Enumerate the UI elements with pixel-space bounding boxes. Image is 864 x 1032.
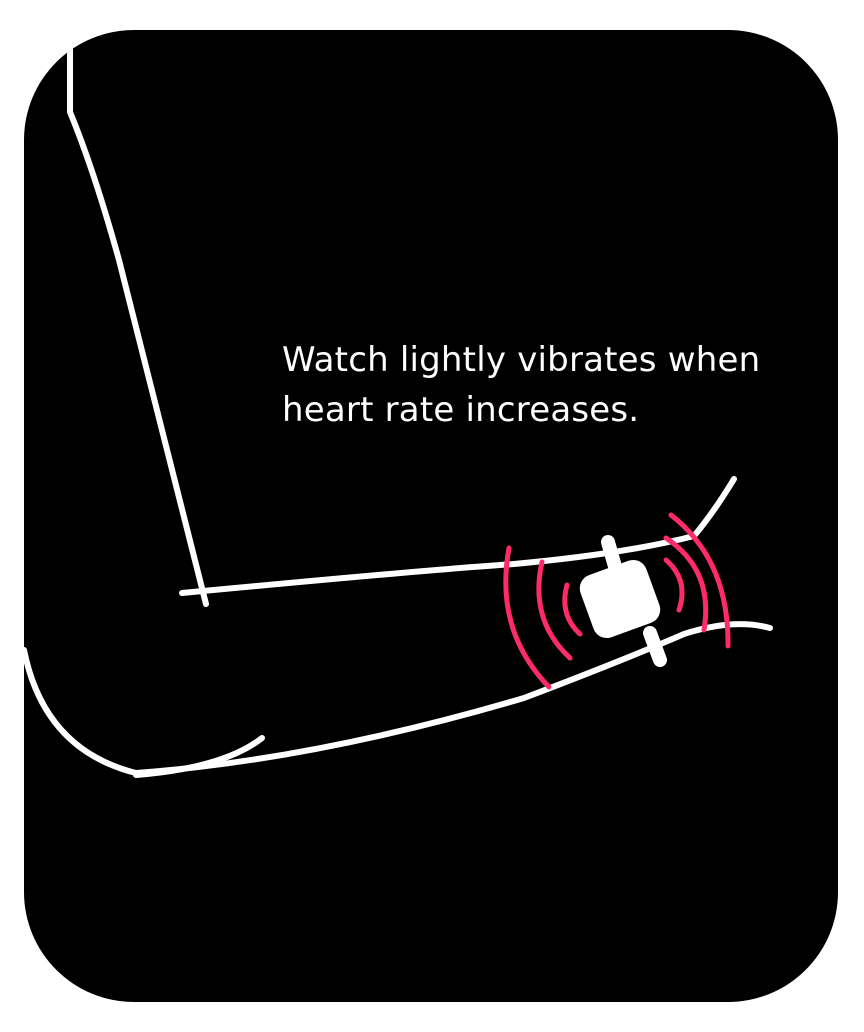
watch-face-icon [579, 559, 661, 639]
vibration-waves-icon [503, 512, 731, 690]
watch-screen: Watch lightly vibrates when heart rate i… [24, 30, 838, 1002]
upper-arm-line [67, 30, 209, 607]
watch-band [601, 535, 667, 667]
forearm-top-line [179, 476, 737, 596]
instruction-caption: Watch lightly vibrates when heart rate i… [282, 340, 761, 430]
arm-illustration [24, 30, 773, 778]
forearm-bottom-line [24, 621, 773, 776]
elbow-crease-line [133, 735, 265, 778]
